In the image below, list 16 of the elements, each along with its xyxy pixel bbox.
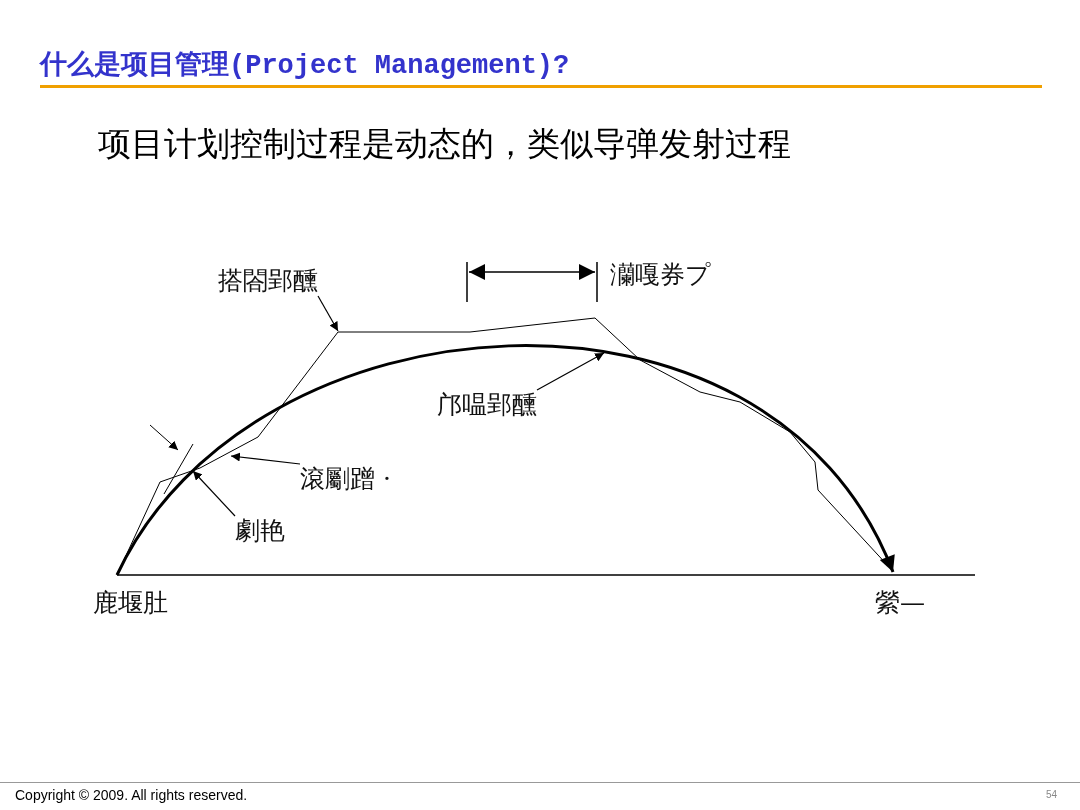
subtitle: 项目计划控制过程是动态的，类似导弹发射过程 — [98, 123, 791, 165]
annotation-text: 搭閤郢醺 — [218, 266, 318, 296]
deviation-tick — [163, 443, 194, 495]
slide-title: 什么是项目管理(Project Management)? — [40, 49, 570, 82]
leader-arrow — [192, 470, 236, 517]
copyright-text: Copyright © 2009. All rights reserved. — [15, 787, 248, 803]
leader-arrow — [230, 452, 301, 465]
annotation-text: 邝嗢郢醺 — [437, 390, 537, 420]
end-label: 縈— — [875, 588, 925, 618]
leader-arrow — [317, 295, 339, 332]
annotation-text: 劇艳 — [235, 516, 285, 546]
dimension-label: 灡嘎券プ — [610, 260, 711, 290]
leader-arrow — [536, 352, 605, 391]
annotation-text: 滾劚蹭 · — [300, 464, 391, 494]
page-number: 54 — [1046, 789, 1058, 800]
start-label: 鹿堰肚 — [93, 588, 168, 618]
